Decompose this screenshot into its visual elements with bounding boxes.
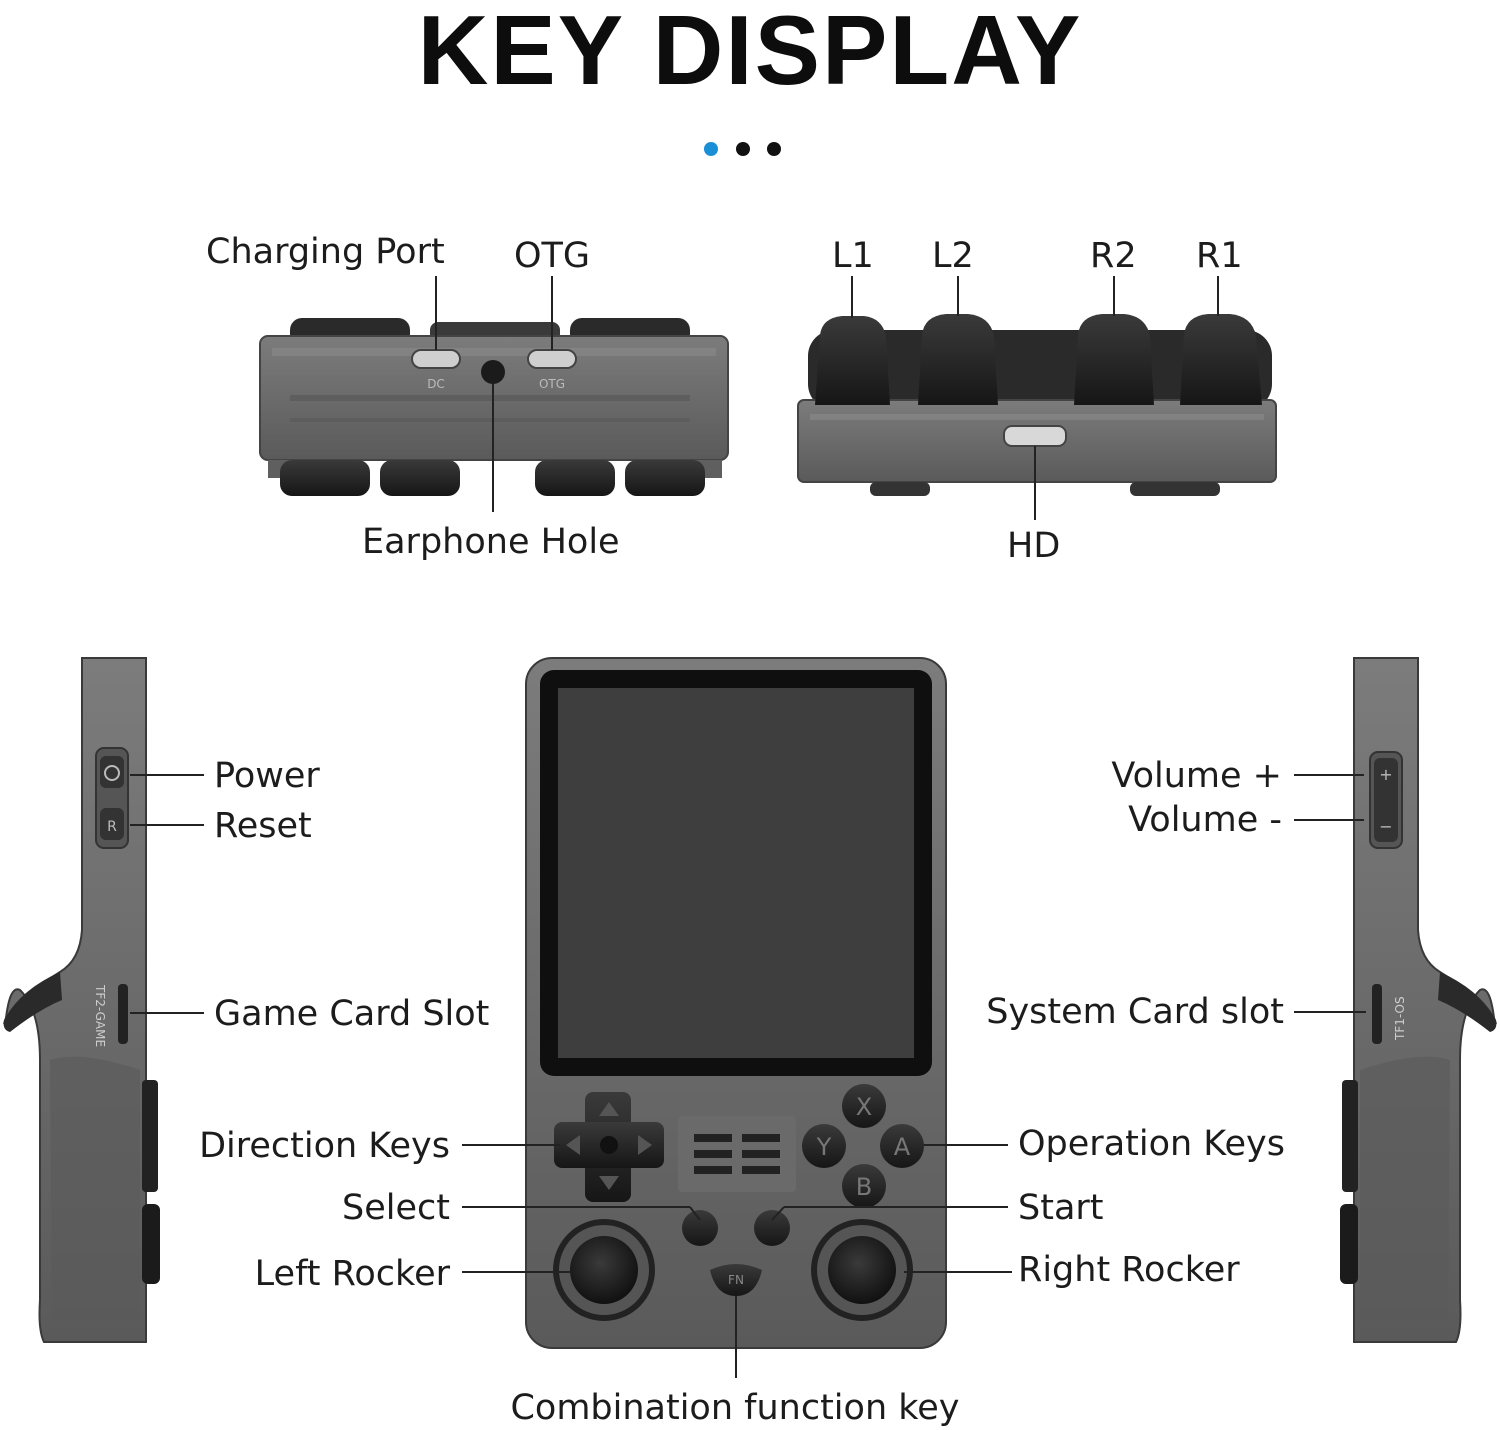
label-l1: L1 bbox=[832, 236, 874, 276]
select-button-shape bbox=[682, 1210, 718, 1246]
svg-text:+: + bbox=[1379, 765, 1392, 784]
label-system-card-slot: System Card slot bbox=[986, 992, 1284, 1032]
slot-print-left: TF2-GAME bbox=[93, 984, 107, 1047]
label-start: Start bbox=[1018, 1188, 1104, 1228]
game-card-slot-shape bbox=[118, 984, 128, 1044]
otg-port-shape bbox=[527, 349, 577, 369]
page-title: KEY DISPLAY bbox=[417, 0, 1083, 105]
system-card-slot-shape bbox=[1372, 984, 1382, 1044]
label-l2: L2 bbox=[932, 236, 974, 276]
l1-button-shape bbox=[815, 316, 890, 405]
dpad bbox=[554, 1092, 664, 1202]
otg-print: OTG bbox=[539, 377, 565, 391]
label-volume-plus: Volume + bbox=[1111, 756, 1282, 796]
screen bbox=[558, 688, 914, 1058]
button-b-label: B bbox=[856, 1173, 872, 1201]
svg-text:−: − bbox=[1379, 817, 1392, 836]
pagination-dot[interactable] bbox=[736, 142, 750, 156]
slot-print-right: TF1-OS bbox=[1393, 996, 1407, 1041]
label-game-card-slot: Game Card Slot bbox=[214, 994, 490, 1034]
label-operation-keys: Operation Keys bbox=[1018, 1124, 1285, 1164]
left-side-view: R TF2-GAME bbox=[3, 657, 204, 1343]
label-r2: R2 bbox=[1090, 236, 1137, 276]
right-side-view: + − TF1-OS bbox=[1294, 657, 1497, 1343]
right-stick bbox=[811, 1219, 913, 1321]
pagination-dot-active[interactable] bbox=[704, 142, 718, 156]
label-direction-keys: Direction Keys bbox=[199, 1126, 450, 1166]
top-edge-view: DC OTG bbox=[259, 276, 729, 512]
label-power: Power bbox=[214, 756, 320, 796]
face-buttons: X Y A B bbox=[802, 1084, 924, 1208]
button-y-label: Y bbox=[816, 1133, 832, 1161]
speaker bbox=[678, 1116, 796, 1192]
button-fn-label: FN bbox=[728, 1273, 744, 1287]
label-right-rocker: Right Rocker bbox=[1018, 1250, 1240, 1290]
label-volume-minus: Volume - bbox=[1128, 800, 1282, 840]
hd-port-shape bbox=[1003, 425, 1067, 447]
fn-button-shape bbox=[710, 1264, 762, 1296]
label-charging-port: Charging Port bbox=[206, 232, 445, 272]
left-stick bbox=[553, 1219, 655, 1321]
label-select: Select bbox=[342, 1188, 450, 1228]
shoulder-edge-view bbox=[797, 276, 1277, 520]
start-button-shape bbox=[754, 1210, 790, 1246]
label-reset: Reset bbox=[214, 806, 312, 846]
l2-button-shape bbox=[918, 314, 998, 405]
charging-port-shape bbox=[411, 349, 461, 369]
label-otg: OTG bbox=[514, 236, 591, 276]
pagination-dot[interactable] bbox=[767, 142, 781, 156]
button-a-label: A bbox=[894, 1133, 911, 1161]
r1-button-shape bbox=[1180, 314, 1262, 405]
svg-text:R: R bbox=[107, 819, 117, 835]
label-combination-function-key: Combination function key bbox=[510, 1388, 960, 1428]
label-r1: R1 bbox=[1196, 236, 1243, 276]
label-hd: HD bbox=[1007, 526, 1061, 566]
dc-print: DC bbox=[427, 377, 445, 391]
label-earphone-hole: Earphone Hole bbox=[362, 522, 620, 562]
front-view: X Y A B FN bbox=[462, 657, 1012, 1378]
r2-button-shape bbox=[1074, 314, 1154, 405]
button-x-label: X bbox=[856, 1093, 872, 1121]
label-left-rocker: Left Rocker bbox=[254, 1254, 450, 1294]
earphone-hole-shape bbox=[481, 360, 505, 384]
